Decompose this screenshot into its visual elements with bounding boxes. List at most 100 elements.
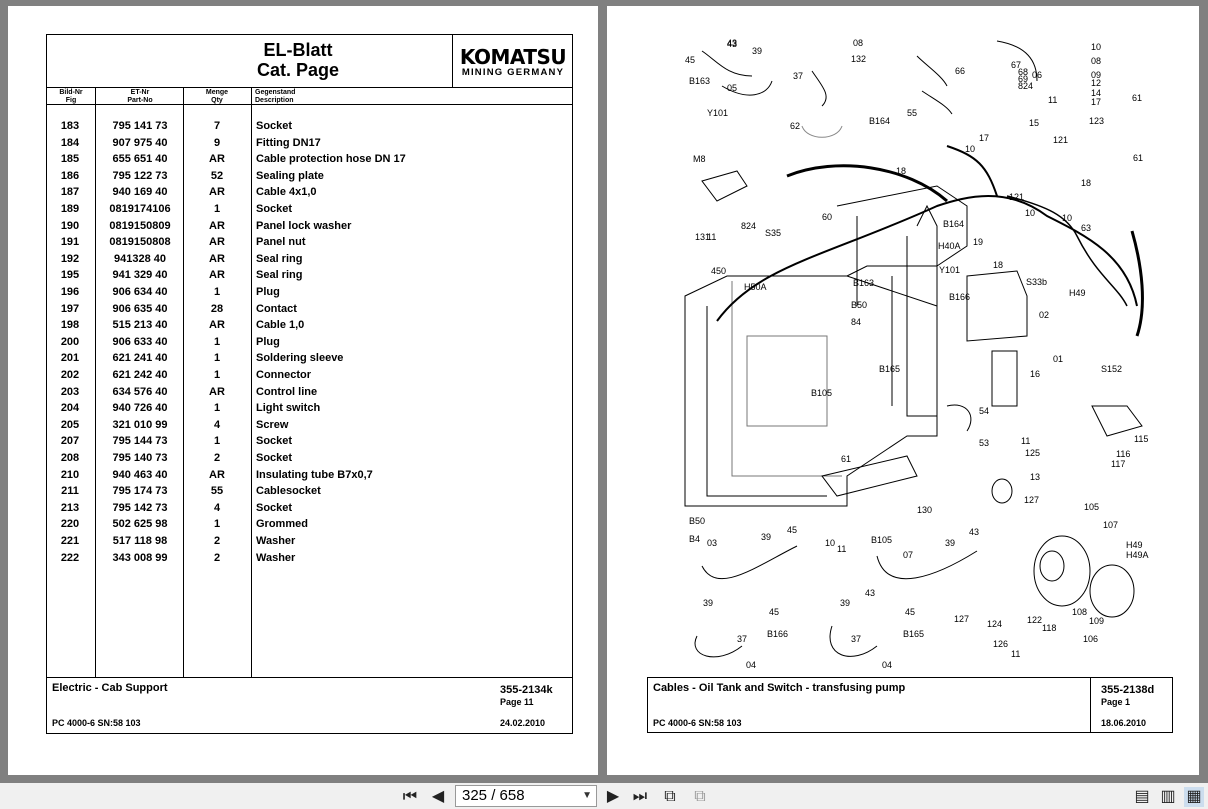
cell-fig: 211 [61, 485, 79, 498]
cell-desc: Washer [256, 551, 296, 564]
diagram-callout: 07 [903, 550, 913, 560]
cell-qty: 1 [213, 402, 221, 415]
diagram-callout: S33b [1026, 277, 1047, 287]
cell-part: 795 140 73 [112, 452, 168, 464]
prev-page-icon: ◀ [431, 788, 445, 805]
cell-qty: AR [209, 219, 225, 232]
diagram-callout: H49 [1069, 288, 1086, 298]
diagram-callout: 106 [1083, 634, 1098, 644]
cell-part: 940 169 40 [112, 186, 168, 199]
last-page-icon: ⏭ [632, 788, 648, 805]
cell-part: 655 651 40 [112, 153, 168, 166]
cell-qty: 4 [213, 501, 221, 514]
cell-desc: Light switch [256, 402, 321, 415]
diagram-callout: 54 [979, 406, 989, 416]
cell-desc: Soldering sleeve [256, 352, 344, 365]
cell-desc: Fitting DN17 [256, 136, 321, 149]
cell-part: 906 633 40 [112, 335, 168, 348]
cell-fig: 213 [60, 501, 80, 514]
diagram-callout: 116 [1116, 449, 1130, 459]
single-page-view-button[interactable]: ▤ [1132, 787, 1152, 807]
diagram-callout: 39 [945, 538, 955, 548]
cell-fig: 187 [60, 186, 80, 199]
footer-box [647, 677, 1173, 733]
cell-fig: 196 [60, 286, 80, 298]
cell-qty: 2 [213, 452, 221, 464]
cell-part: 907 975 40 [112, 136, 168, 149]
two-page-view-button[interactable]: ▦ [1184, 787, 1204, 807]
diagram-callout: 45 [769, 607, 779, 617]
diagram-callout: 122 [1027, 615, 1042, 625]
diagram-callout: B50 [851, 300, 867, 310]
footer-model: PC 4000-6 SN:58 103 [52, 718, 141, 728]
diagram-callout: 84 [851, 317, 861, 327]
diagram-callout: 130 [917, 505, 932, 515]
diagram-callout: B165 [879, 364, 900, 374]
logo-main: KOMATSU [459, 45, 567, 69]
diagram-callout: B163 [853, 278, 874, 288]
cell-part: 0819174106 [109, 203, 171, 215]
cell-qty: 1 [213, 335, 221, 348]
diagram-callout: 11 [707, 232, 716, 242]
cell-part: 940 463 40 [112, 468, 168, 481]
cell-part: 621 241 40 [112, 352, 168, 365]
diagram-callout: 18 [896, 166, 906, 176]
cell-qty: AR [209, 252, 225, 265]
diagram-callout: 18 [1081, 178, 1091, 188]
diagram-callout: 60 [822, 212, 832, 222]
next-page-button[interactable]: ▶ [603, 787, 623, 807]
fit-width-button[interactable]: ⧉ [690, 787, 710, 807]
cell-fig: 222 [60, 551, 80, 564]
cell-qty: AR [209, 468, 225, 481]
diagram-callout: B166 [949, 292, 970, 302]
first-page-button[interactable]: ⏮ [400, 787, 420, 807]
cell-fig: 189 [60, 203, 80, 215]
diagram-callout: 55 [907, 108, 917, 118]
prev-page-button[interactable]: ◀ [428, 787, 448, 807]
cell-desc: Socket [256, 452, 293, 464]
diagram-callout: 66 [955, 66, 965, 76]
diagram-callout: 121 [1053, 135, 1068, 145]
diagram-callout: S35 [765, 228, 781, 238]
cell-fig: 200 [60, 335, 80, 348]
diagram-callout: 107 [1103, 520, 1118, 530]
cell-part: 906 634 40 [112, 286, 168, 298]
continuous-view-button[interactable]: ▥ [1158, 787, 1178, 807]
diagram-callout: 10 [825, 538, 835, 548]
diagram-callout: 10 [1091, 42, 1101, 52]
footer-page: Page 11 [500, 697, 534, 707]
footer-divider [1090, 677, 1091, 733]
viewer-toolbar: ⏮ ◀ 325 / 658▼ ▶ ⏭ ⧉ ⧉ ▤ ▥ ▦ [0, 783, 1208, 809]
cell-fig: 195 [60, 269, 80, 282]
diagram-callout: 10 [1062, 213, 1072, 223]
diagram-callout: Y101 [707, 108, 728, 118]
chevron-down-icon[interactable]: ▼ [582, 790, 592, 801]
diagram-callout: 11 [1011, 649, 1020, 659]
page-number-input[interactable]: 325 / 658▼ [455, 785, 597, 807]
plate-130 [821, 455, 918, 497]
cell-qty: 7 [213, 120, 221, 132]
fit-page-button[interactable]: ⧉ [660, 787, 680, 807]
footer-model: PC 4000-6 SN:58 103 [653, 718, 742, 728]
diagram-callout: 45 [787, 525, 797, 535]
diagram-callout: 69 [1018, 74, 1028, 84]
cell-desc: Cablesocket [256, 485, 321, 498]
diagram-callout: 17 [1091, 97, 1101, 107]
last-page-button[interactable]: ⏭ [630, 787, 650, 807]
diagram-callout: 109 [1089, 616, 1104, 626]
diagram-callout: 11 [837, 544, 846, 554]
diagram-callout: 11 [1021, 436, 1030, 446]
cell-desc: Seal ring [256, 252, 303, 265]
cell-qty: 4 [213, 418, 221, 431]
